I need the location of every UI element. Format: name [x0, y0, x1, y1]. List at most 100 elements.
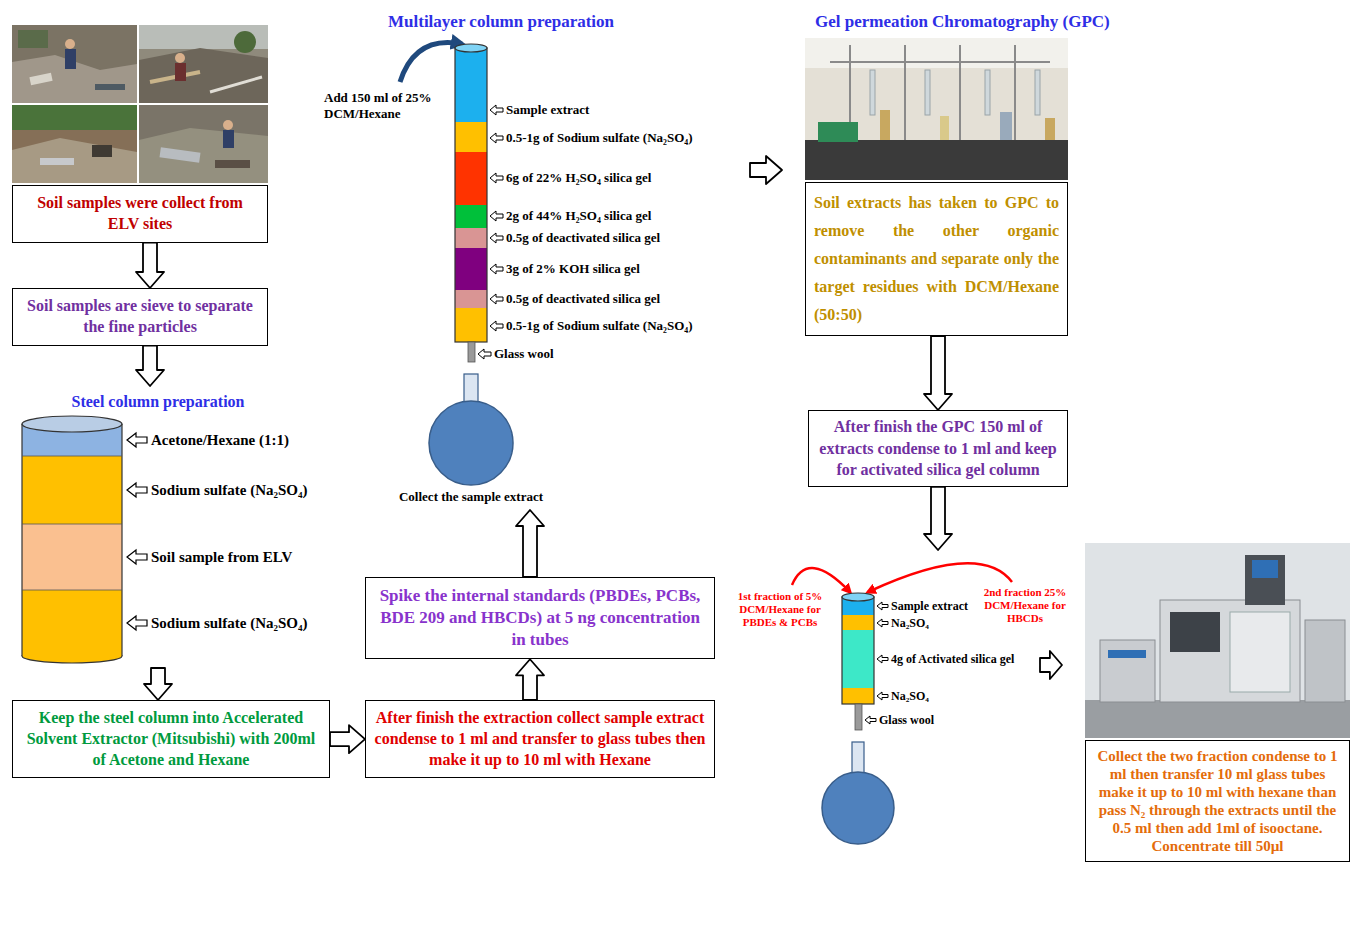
pointer-arrow	[877, 655, 888, 663]
photo-glassware	[925, 70, 930, 115]
flow-arrow	[144, 668, 172, 700]
panel-text: Soil extracts has taken to GPC to remove…	[805, 182, 1068, 336]
photo-detail	[805, 38, 1068, 68]
flask-neck	[852, 742, 864, 774]
photo-bench	[805, 140, 1068, 180]
layer-label: Acetone/Hexane (1:1)	[151, 431, 289, 449]
column-heading: Multilayer column preparation	[388, 12, 614, 32]
pointer-arrow	[877, 619, 888, 627]
process-box: Keep the steel column into Accelerated S…	[12, 700, 330, 778]
pointer-arrow	[127, 483, 147, 497]
photo-bottle	[1045, 118, 1055, 140]
pour-arrow	[400, 43, 462, 82]
flow-arrow	[1040, 651, 1062, 679]
photo	[805, 38, 1068, 180]
annotation-label: Add 150 ml of 25% DCM/Hexane	[324, 90, 449, 121]
gpc-photo	[805, 38, 1068, 180]
photo-bench	[1085, 700, 1350, 738]
photo	[139, 25, 268, 103]
panel-text: Collect the two fraction condense to 1 m…	[1085, 740, 1350, 862]
box-text: Soil samples were collect from ELV sites	[21, 193, 259, 235]
photo-detail	[959, 45, 961, 140]
column-wall	[842, 597, 874, 704]
column-figure: Multilayer column preparationSample extr…	[320, 8, 750, 510]
sulfate-layer	[455, 122, 487, 152]
photo-detail	[159, 147, 200, 162]
layer-label: 2g of 44% H₂SO₄ silica gel	[506, 208, 651, 224]
collection-flask	[429, 401, 513, 485]
flow-arrow	[330, 725, 365, 753]
column-stem	[855, 704, 862, 730]
layer-label: Na₂SO₄	[891, 616, 929, 630]
photo	[1085, 543, 1350, 738]
photo-detail	[12, 105, 137, 130]
fraction-arrow	[792, 568, 850, 592]
photo-person	[223, 130, 234, 148]
photo-detail	[830, 61, 1050, 63]
sulfate-layer	[455, 308, 487, 342]
process-box: Soil samples are sieve to separate the f…	[12, 288, 268, 346]
pointer-arrow	[490, 294, 503, 304]
photo-detail	[904, 45, 906, 140]
multilayer-column	[400, 43, 513, 485]
pointer-arrow	[490, 264, 503, 274]
pointer-arrow	[127, 616, 147, 630]
process-box: After finish the extraction collect samp…	[365, 700, 715, 778]
layer-label: Soil sample from ELV	[151, 548, 292, 566]
photo-detail	[1170, 612, 1220, 652]
site-photo-collage	[12, 25, 268, 185]
layer-label: 4g of Activated silica gel	[891, 652, 1014, 666]
photo-detail	[40, 158, 74, 165]
flow-arrow	[924, 487, 952, 550]
photo-detail	[12, 138, 137, 183]
layer-label: Na₂SO₄	[891, 689, 929, 703]
layer-boundary	[22, 456, 122, 457]
photo-ground	[12, 25, 268, 185]
acid-silica-layer	[455, 205, 487, 228]
photo-detail	[234, 31, 256, 53]
layer-label: 0.5-1g of Sodium sulfate (Na₂SO₄)	[506, 318, 693, 334]
column-wall	[121, 424, 122, 656]
annotation-label: 1st fraction of 5% DCM/Hexane for PBDEs …	[726, 590, 834, 630]
photo-detail	[139, 48, 268, 103]
pointer-arrow	[865, 716, 876, 724]
layer-label: 0.5-1g of Sodium sulfate (Na₂SO₄)	[506, 130, 693, 146]
flow-arrow	[136, 243, 164, 288]
photo-bottle	[940, 116, 949, 140]
photo-detail	[1108, 650, 1146, 658]
pointer-arrow	[877, 692, 888, 700]
panel-heading: Gel permeation Chromatography (GPC)	[815, 12, 1110, 32]
layer-label: Sample extract	[506, 102, 589, 118]
pointer-arrow	[490, 133, 503, 143]
photo-glassware	[985, 70, 990, 115]
layer-label: Sodium sulfate (Na₂SO₄)	[151, 614, 308, 632]
photo-glassware	[870, 70, 875, 115]
acid-silica-layer	[455, 152, 487, 205]
photo-bottle	[880, 110, 890, 140]
box-text: After finish the extraction collect samp…	[374, 708, 706, 770]
pointer-arrow	[478, 349, 491, 359]
photo-instrument	[1305, 620, 1345, 702]
column-top	[22, 416, 122, 432]
column-wall	[455, 48, 487, 342]
box-text: Spike the internal standards (PBDEs, PCB…	[374, 585, 706, 651]
flow-arrow	[516, 510, 544, 577]
photo-person	[175, 63, 186, 81]
pointer-arrow	[490, 105, 503, 115]
sulfate-layer	[842, 615, 874, 630]
silica-layer	[842, 630, 874, 688]
photo-detail	[139, 128, 268, 183]
photo-detail	[210, 77, 262, 92]
photo-bottle	[1000, 112, 1012, 140]
pointer-arrow	[127, 433, 147, 447]
photo-autosampler	[1245, 555, 1285, 605]
layer-label: 0.5g of deactivated silica gel	[506, 291, 660, 307]
box-text: Soil samples are sieve to separate the f…	[21, 296, 259, 338]
photo	[12, 105, 137, 183]
pointer-arrow	[490, 321, 503, 331]
photo-detail	[1230, 612, 1290, 692]
photo-glassware	[1035, 70, 1040, 115]
photo-detail	[1014, 45, 1016, 140]
extract-layer	[455, 48, 487, 122]
